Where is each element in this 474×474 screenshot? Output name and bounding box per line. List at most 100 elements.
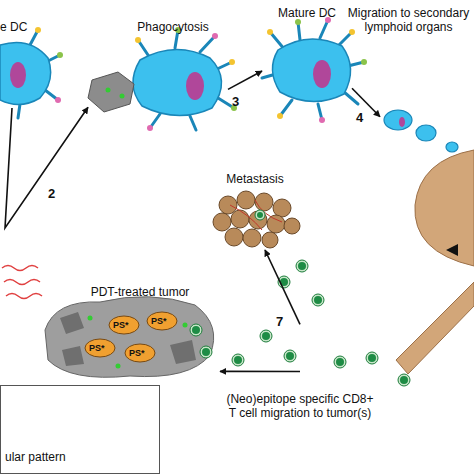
flow-arrow xyxy=(5,107,88,228)
t-cells xyxy=(190,210,410,386)
cell-group: Migration to secondary lymphoid organs xyxy=(380,4,470,145)
t-cell xyxy=(334,356,346,368)
step-number: 7 xyxy=(276,314,283,329)
node-heading: (Neo)epitope specific CD8+ T cell migrat… xyxy=(223,392,377,420)
ps-oval xyxy=(147,312,177,330)
node-heading: e DC xyxy=(0,20,60,34)
cell-body xyxy=(416,125,436,141)
vessel xyxy=(230,200,282,230)
nucleus xyxy=(257,212,263,218)
migrating-dc xyxy=(384,110,458,152)
node-heading: Metastasis xyxy=(205,172,305,186)
t-cell xyxy=(398,374,410,386)
light-rays xyxy=(2,266,42,299)
cell-group: PDT-treated tumor xyxy=(35,283,220,378)
receptor xyxy=(277,113,283,119)
tumor-cell xyxy=(267,215,285,233)
nucleus xyxy=(400,376,408,384)
receptor xyxy=(35,27,41,33)
step-number: 4 xyxy=(356,110,363,125)
damp-marker xyxy=(116,364,121,369)
flow-arrow xyxy=(265,250,300,324)
damp-marker xyxy=(183,323,188,328)
t-cell-nuclei xyxy=(192,212,408,384)
nucleus xyxy=(399,117,405,127)
node-heading: Migration to secondary lymphoid organs xyxy=(347,6,470,34)
ps-label: PS* xyxy=(129,348,145,358)
receptor xyxy=(212,33,218,39)
necrotic-area xyxy=(60,312,196,366)
t-cell xyxy=(284,350,296,362)
photosensitizer xyxy=(85,312,177,362)
tumor-debris xyxy=(88,72,134,112)
nucleus xyxy=(286,352,294,360)
nucleus xyxy=(313,60,331,88)
dendritic-cell xyxy=(262,17,367,123)
t-cell xyxy=(255,210,265,220)
metastasis-cells xyxy=(213,191,300,248)
flow-arrow xyxy=(228,71,262,89)
cell-group: (Neo)epitope specific CD8+ T cell migrat… xyxy=(300,250,420,385)
tumor-cell xyxy=(273,199,291,217)
nucleus xyxy=(336,358,344,366)
legend-box: ular pattern xyxy=(0,385,160,474)
nucleus xyxy=(298,262,306,270)
t-cell xyxy=(366,352,378,364)
tumor-cell xyxy=(255,193,273,211)
damp-marker xyxy=(106,88,111,93)
tumor-cell xyxy=(237,191,255,209)
lymph-vessel xyxy=(396,282,474,374)
ps-label: PS* xyxy=(89,343,105,353)
ps-oval xyxy=(109,316,139,334)
tumor-cell xyxy=(262,232,278,248)
node-heading: PDT-treated tumor xyxy=(75,285,205,299)
t-cell xyxy=(200,346,212,358)
ps-label: PS* xyxy=(113,320,129,330)
tumor-mass xyxy=(45,297,214,378)
receptor xyxy=(319,117,325,123)
cell-body xyxy=(446,142,458,152)
nucleus xyxy=(314,296,322,304)
dendrite xyxy=(262,20,364,120)
t-cell xyxy=(260,330,272,342)
nucleus xyxy=(186,72,204,100)
receptor xyxy=(361,59,367,65)
cell-body xyxy=(0,42,51,104)
tumor-cell xyxy=(219,196,237,214)
receptor xyxy=(55,97,61,103)
ps-label: PS* xyxy=(151,316,167,326)
tumor-cell xyxy=(249,211,267,229)
lymph-node xyxy=(415,150,474,266)
receptor xyxy=(147,125,153,131)
tumor-cell xyxy=(231,210,249,228)
cell-body xyxy=(272,39,350,102)
step-number: 2 xyxy=(48,186,55,201)
nucleus xyxy=(368,354,376,362)
cell-group: Metastasis xyxy=(205,170,305,250)
t-cell xyxy=(232,354,244,366)
ps-oval xyxy=(125,344,155,362)
cell-body xyxy=(384,110,412,130)
cell-group: e DC xyxy=(0,18,60,108)
tumor-cell xyxy=(243,229,261,247)
node-heading: Mature DC xyxy=(262,6,352,20)
damp-marker xyxy=(120,94,125,99)
tumor-cell xyxy=(225,228,243,246)
t-cell xyxy=(312,294,324,306)
nucleus xyxy=(234,356,242,364)
damp-marker xyxy=(88,316,93,321)
step-number: 3 xyxy=(232,94,239,109)
nucleus xyxy=(192,326,200,334)
node-heading: ular pattern xyxy=(5,450,155,464)
receptor xyxy=(349,29,355,35)
receptor xyxy=(229,59,235,65)
nucleus xyxy=(280,278,288,286)
tumor-cell xyxy=(284,218,300,234)
cell-body xyxy=(133,49,222,115)
receptor xyxy=(135,37,141,43)
ps-oval xyxy=(85,339,115,357)
nucleus xyxy=(262,332,270,340)
flow-arrow xyxy=(220,371,300,373)
